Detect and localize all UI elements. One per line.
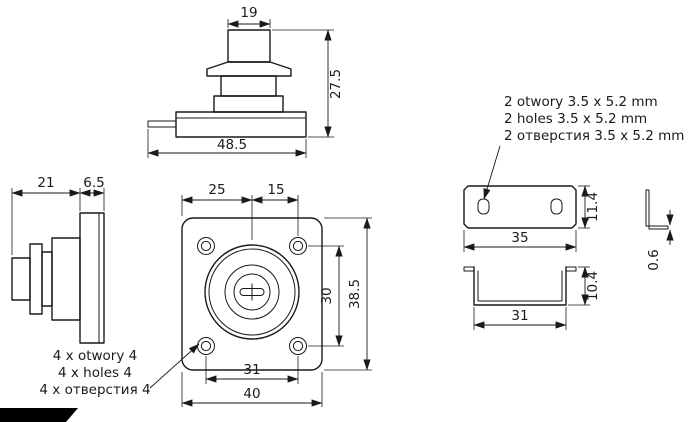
strike-hole-right [550,198,563,215]
note-2-holes-pl: 2 otwory 3.5 x 5.2 mm [504,94,658,110]
dim-38-5: 38.5 [347,279,363,309]
strike-plate-outline [463,185,577,229]
dim-35: 35 [511,230,528,246]
dim-15: 15 [267,182,284,198]
screw-hole-bottom-left [197,337,215,355]
lock-body-bar [175,111,307,138]
dim-31-cup: 31 [511,308,528,324]
dim-21: 21 [37,175,54,191]
note-2-holes: 2 otwory 3.5 x 5.2 mm 2 holes 3.5 x 5.2 … [483,94,684,200]
strike-plate-section-view: 10.4 31 [463,266,601,330]
cup-inner [477,270,563,302]
angle-profile [645,189,669,230]
profile-button [11,257,31,301]
note-4-holes-leader [149,343,200,389]
cylinder-core [233,273,271,311]
dim-27-5: 27.5 [328,69,344,99]
plunger-collar [213,95,284,113]
cup-flange-right [565,266,577,272]
screw-hole-top-left [197,237,215,255]
dim-6-5: 6.5 [83,175,104,191]
latch-pin [147,120,177,128]
plunger-button [227,29,271,63]
dim-19: 19 [240,5,257,21]
profile-neck [41,251,53,307]
dim-11-4: 11.4 [585,192,601,222]
cup-flange-left [463,266,475,272]
dim-25: 25 [208,182,225,198]
note-2-holes-leader [483,145,501,200]
note-4-holes: 4 x otwory 4 4 x holes 4 4 x отверстия 4 [39,343,200,398]
lock-profile-view: 21 6.5 [11,175,105,344]
front-view: 25 15 30 38.5 31 40 [181,182,372,407]
note-4-holes-en: 4 x holes 4 [58,365,132,381]
dim-31: 31 [243,362,260,378]
plunger-flange [206,61,292,77]
note-2-holes-ru: 2 отверстия 3.5 x 5.2 mm [504,128,684,144]
profile-plate [79,212,105,344]
cylinder-ring [224,264,280,320]
logo-mark [0,408,78,422]
strike-plate-top-view: 11.4 35 [463,185,601,252]
cylinder-boss-outer [204,244,300,340]
plunger-side-view: 19 27.5 48.5 [147,5,344,158]
dim-48-5: 48.5 [217,137,247,153]
profile-flange [29,243,43,315]
screw-hole-bottom-right [289,337,307,355]
profile-body [51,237,81,321]
note-2-holes-en: 2 holes 3.5 x 5.2 mm [504,111,647,127]
cup-outer [473,266,567,306]
note-4-holes-ru: 4 x отверстия 4 [39,382,150,398]
strike-plate-angle-view: 0.6 [645,189,674,271]
dim-40: 40 [243,386,260,402]
screw-hole-top-right [289,237,307,255]
dim-10-4: 10.4 [585,271,601,301]
strike-hole-left [477,198,490,215]
dim-0-6: 0.6 [646,249,662,270]
note-4-holes-pl: 4 x otwory 4 [53,348,137,364]
dim-30: 30 [319,287,335,304]
plunger-cylinder [220,75,277,97]
